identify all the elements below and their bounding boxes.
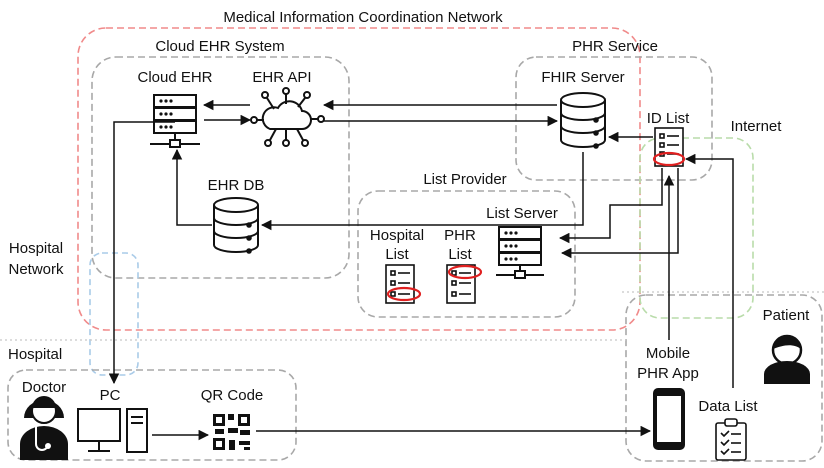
doctor-icon xyxy=(20,396,68,460)
arrow-data-list-to-id-list xyxy=(684,153,734,388)
hospital-list-label-line1: Hospital xyxy=(370,227,424,244)
phr-service-label: PHR Service xyxy=(572,38,658,55)
phr-list-document-icon xyxy=(446,264,476,304)
ehr-db-label: EHR DB xyxy=(208,177,265,194)
data-list-label: Data List xyxy=(698,398,758,415)
id-list-label: ID List xyxy=(647,110,690,127)
hospital-list-document-icon xyxy=(385,264,415,304)
list-provider-label: List Provider xyxy=(423,171,506,188)
phr-list-label-line1: PHR xyxy=(444,227,476,244)
mobile-phr-app-label-line1: Mobile xyxy=(646,345,690,362)
phr-list-label-line2: List xyxy=(448,246,472,263)
pc-icon xyxy=(77,408,148,453)
ehr-api-label: EHR API xyxy=(252,69,311,86)
list-server-label: List Server xyxy=(486,205,558,222)
hospital-label: Hospital xyxy=(8,346,62,363)
list-server-icon xyxy=(496,226,544,279)
cloud-ehr-label: Cloud EHR xyxy=(137,69,212,86)
patient-region xyxy=(625,294,823,462)
list-provider-region xyxy=(357,190,576,318)
hospital-network-label-line1: Hospital xyxy=(9,240,63,257)
doctor-label: Doctor xyxy=(22,379,66,396)
phr-list-highlight xyxy=(447,264,483,280)
hospital-region xyxy=(7,369,297,461)
cloud-ehr-system-label: Cloud EHR System xyxy=(155,38,284,55)
hospital-list-highlight xyxy=(386,286,422,302)
mobile-phr-app-label-line2: PHR App xyxy=(637,365,699,382)
fhir-server-label: FHIR Server xyxy=(541,69,624,86)
patient-label: Patient xyxy=(763,307,811,324)
cloud-ehr-system-region xyxy=(91,56,350,279)
cloud-ehr-server-icon xyxy=(150,94,200,148)
fhir-server-db-icon xyxy=(560,92,606,149)
phr-service-region xyxy=(515,56,713,181)
arrow-to-list-server xyxy=(560,168,679,259)
arrow-ehr-db-to-cloud-ehr xyxy=(171,148,212,226)
hospital-network-label-line2: Network xyxy=(8,261,64,278)
network-title: Medical Information Coordination Network xyxy=(223,9,503,26)
arrow-fhir-to-ehr-db xyxy=(260,152,584,231)
ehr-db-icon xyxy=(213,197,259,254)
id-list-highlight xyxy=(652,151,686,167)
id-list-document-icon xyxy=(654,127,684,167)
data-list-clipboard-icon xyxy=(715,418,747,461)
arrow-id-list-to-list-server xyxy=(558,168,663,244)
qr-code-icon xyxy=(213,414,250,450)
hospital-list-label-line2: List xyxy=(385,246,409,263)
arrows xyxy=(108,99,734,441)
pc-label: PC xyxy=(100,387,121,404)
ehr-api-cloud-icon xyxy=(250,87,325,147)
patient-icon xyxy=(764,334,810,384)
internet-region xyxy=(639,137,754,319)
mobile-phone-icon xyxy=(653,388,685,450)
internet-label: Internet xyxy=(731,118,783,135)
arrow-cloud-ehr-to-pc xyxy=(108,121,175,385)
qr-code-label: QR Code xyxy=(201,387,264,404)
